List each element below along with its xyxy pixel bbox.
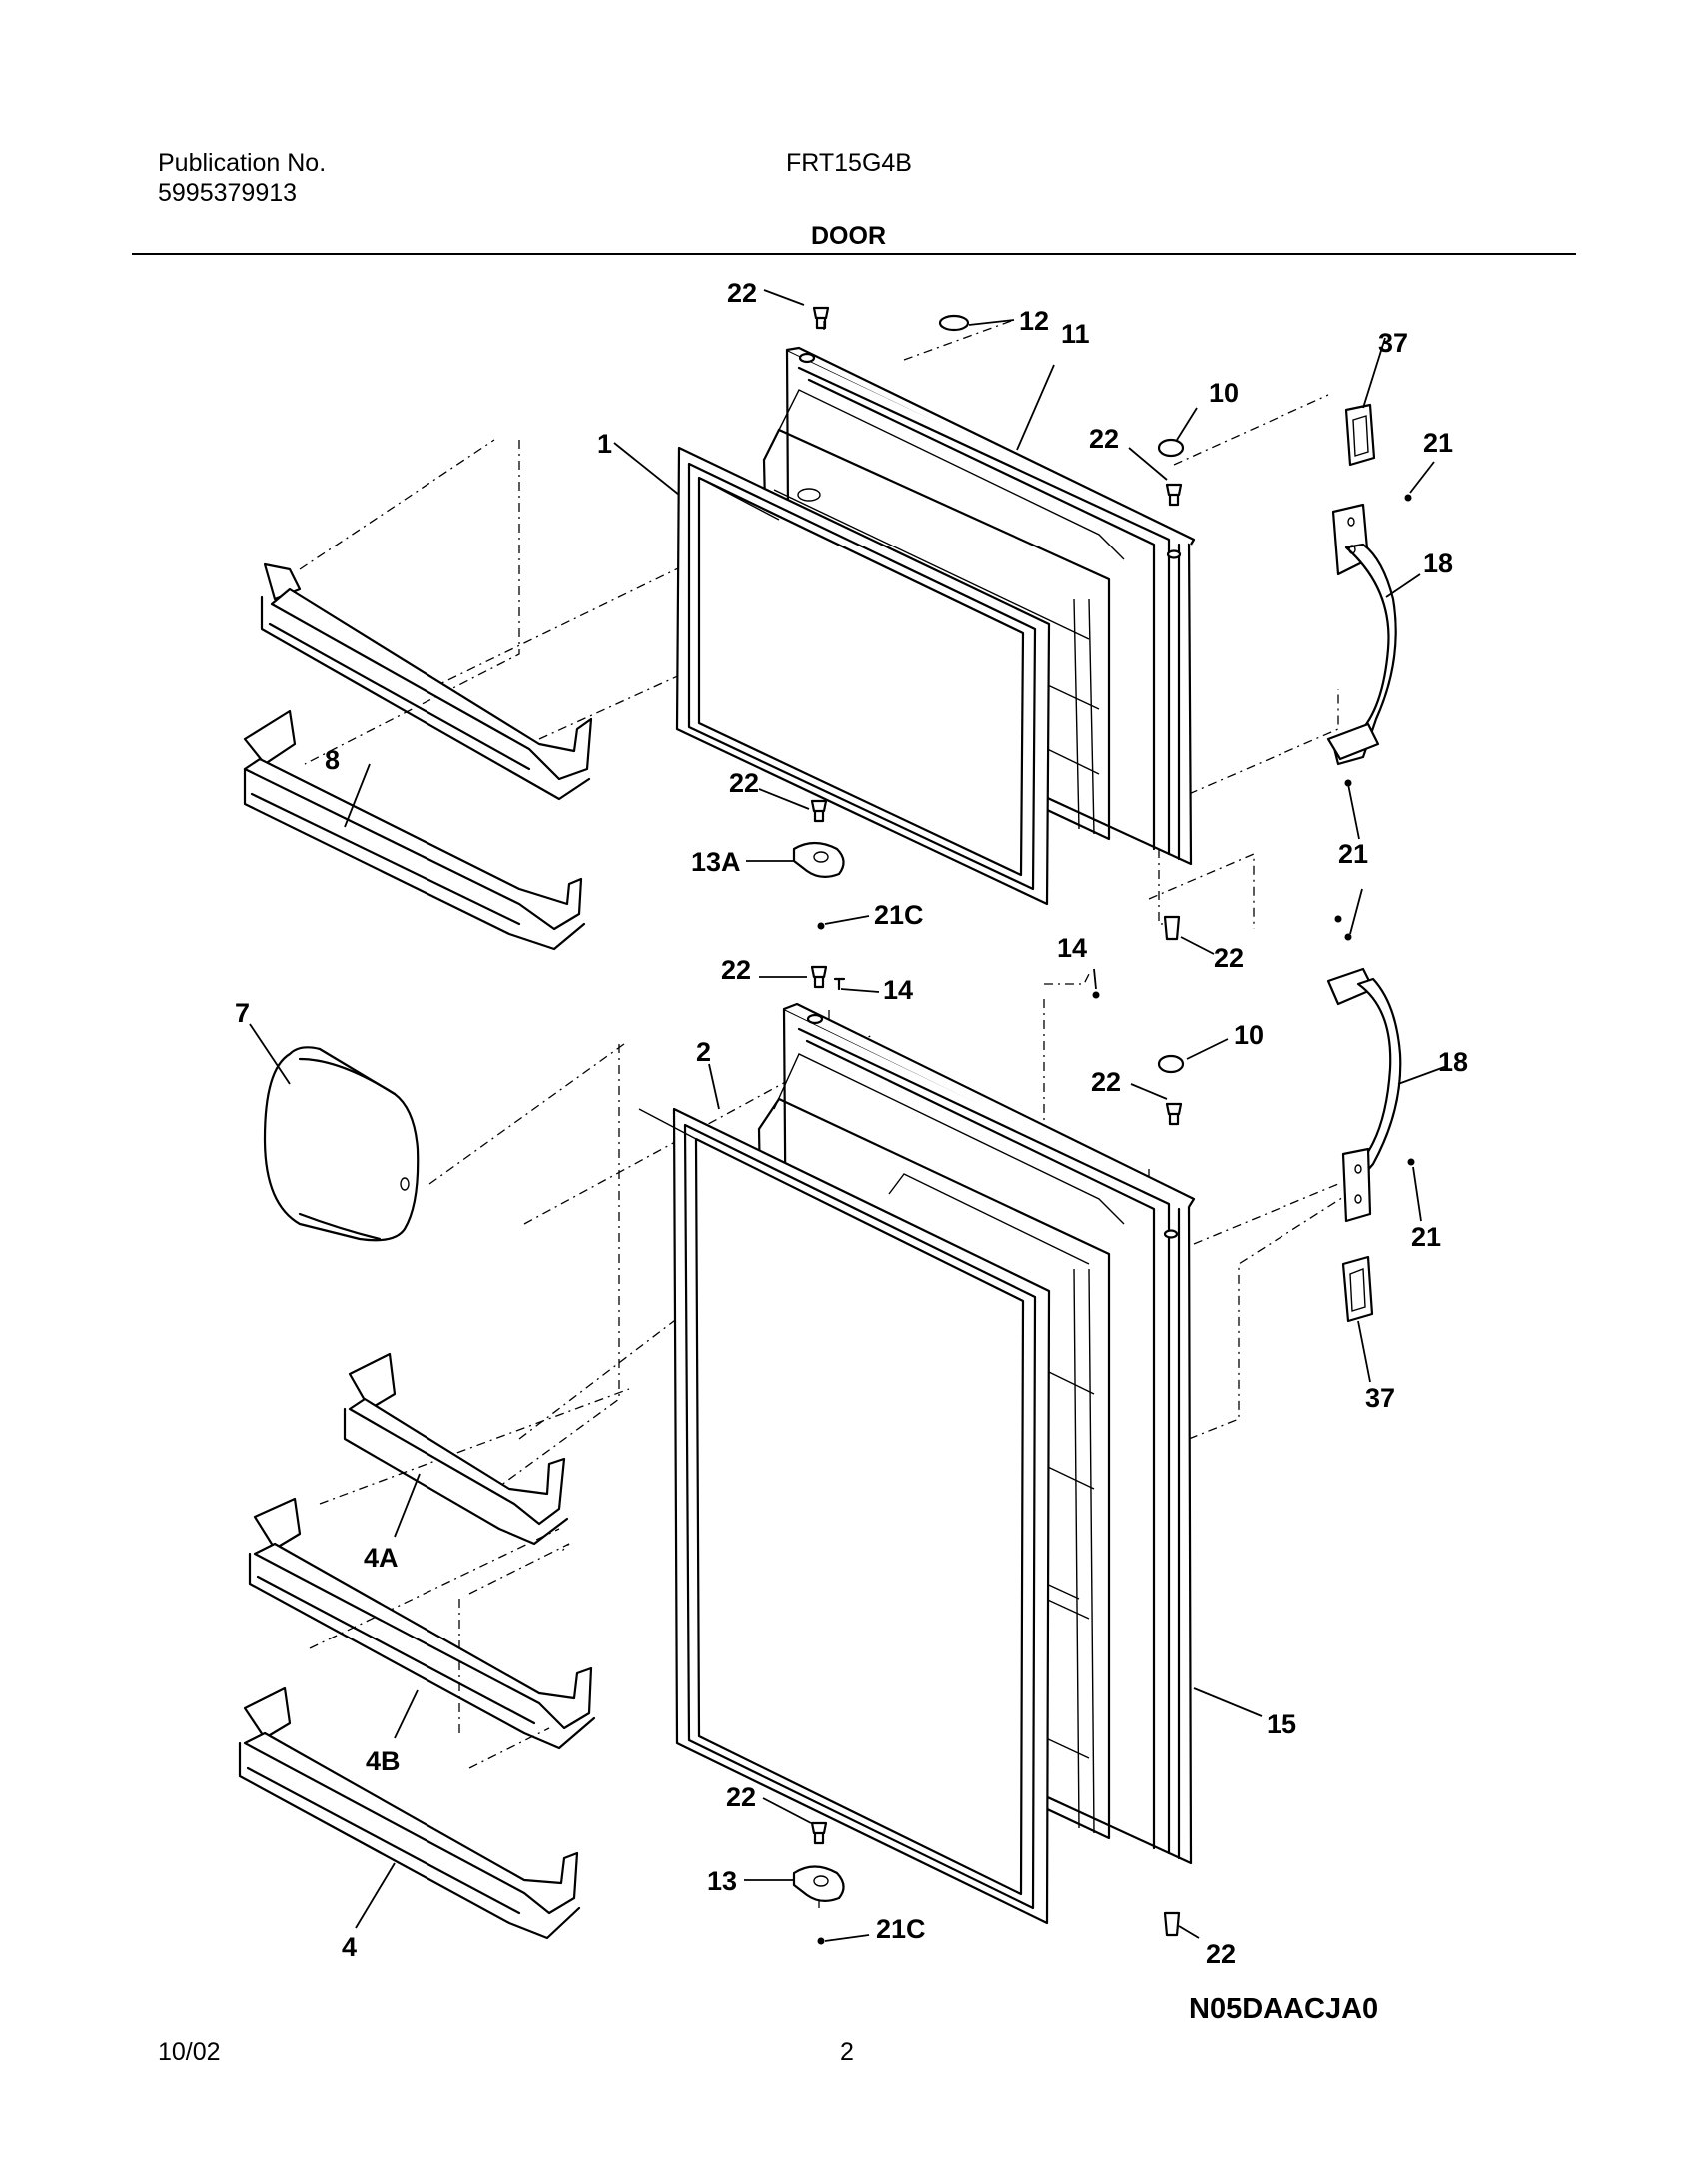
callout-leader-lines [249, 289, 1448, 1942]
callout-18: 18 [1423, 548, 1453, 578]
callout-4a: 4A [364, 1543, 399, 1573]
callout-21: 21 [1423, 428, 1453, 458]
hinge-pin-screws [810, 306, 1183, 1937]
freezer-door-handle [1326, 503, 1397, 766]
hinge-hole-plug-12 [938, 314, 970, 332]
publication-number: 5995379913 [158, 179, 298, 207]
callout-22: 22 [1089, 424, 1119, 454]
callout-4: 4 [342, 1932, 357, 1962]
callout-14: 14 [1057, 933, 1087, 963]
callout-11: 11 [1061, 319, 1090, 349]
callout-7: 7 [235, 998, 250, 1028]
fresh-food-door-handle [1326, 967, 1402, 1223]
fresh-food-door-gasket [638, 1107, 1051, 1925]
fresh-food-door-shelf-4 [238, 1686, 581, 1940]
callout-8: 8 [325, 745, 340, 775]
callout-21: 21 [1411, 1222, 1441, 1252]
callout-4b: 4B [366, 1746, 401, 1776]
callout-22: 22 [727, 278, 757, 308]
callout-10: 10 [1234, 1020, 1264, 1050]
callout-21c: 21C [876, 1914, 926, 1944]
callout-13a: 13A [691, 847, 741, 877]
callout-21c: 21C [874, 900, 924, 930]
freezer-hinge-hole-right [1166, 549, 1182, 559]
freezer-door-hinge-13a [792, 841, 845, 878]
fresh-food-hinge-hole-top [806, 1013, 824, 1025]
footer-date: 10/02 [158, 2038, 221, 2066]
freezer-door-shelf-upper [260, 562, 593, 801]
hinge-hole-plug-10-upper [1157, 438, 1185, 458]
hinge-hole-plug-10-lower [1157, 1054, 1185, 1074]
callout-10: 10 [1209, 378, 1239, 408]
callout-22: 22 [726, 1782, 756, 1812]
fresh-food-door-hinge-13 [792, 1865, 845, 1902]
callout-22: 22 [729, 768, 759, 798]
model-number: FRT15G4B [786, 149, 912, 177]
callout-37: 37 [1365, 1383, 1395, 1413]
callout-21: 21 [1338, 839, 1368, 869]
handle-end-cap-bottom [1341, 1255, 1374, 1323]
callout-14: 14 [883, 975, 913, 1005]
handle-end-cap-top [1344, 403, 1376, 467]
dairy-compartment-door [263, 1046, 420, 1242]
callout-2: 2 [696, 1037, 711, 1067]
callout-18: 18 [1438, 1047, 1468, 1077]
freezer-door-shelf-lower [243, 709, 586, 951]
callout-labels: 22 12 11 10 22 37 21 18 1 8 22 13A 21C 2… [235, 278, 1468, 1969]
callout-12: 12 [1019, 306, 1049, 336]
diagram-code: N05DAACJA0 [1189, 1993, 1379, 2025]
callout-1: 1 [597, 429, 612, 459]
callout-22: 22 [1214, 943, 1244, 973]
header-divider [132, 253, 1576, 255]
callout-37: 37 [1378, 328, 1408, 358]
freezer-door-gasket [675, 446, 1051, 906]
callout-22: 22 [1091, 1067, 1121, 1097]
callout-15: 15 [1267, 1709, 1296, 1739]
page-number: 2 [840, 2038, 854, 2066]
callout-22: 22 [1206, 1939, 1236, 1969]
fresh-food-door-shelf-4a [343, 1352, 569, 1546]
freezer-hinge-hole-top [798, 352, 816, 364]
callout-13: 13 [707, 1866, 737, 1896]
freezer-shelf-stud [797, 488, 821, 502]
fresh-food-door-shelf-4b [248, 1497, 596, 1750]
publication-label: Publication No. [158, 149, 327, 177]
fresh-food-hinge-hole-right [1163, 1229, 1179, 1239]
small-screws [817, 494, 1415, 1945]
callout-22: 22 [721, 955, 751, 985]
section-title: DOOR [811, 222, 886, 250]
